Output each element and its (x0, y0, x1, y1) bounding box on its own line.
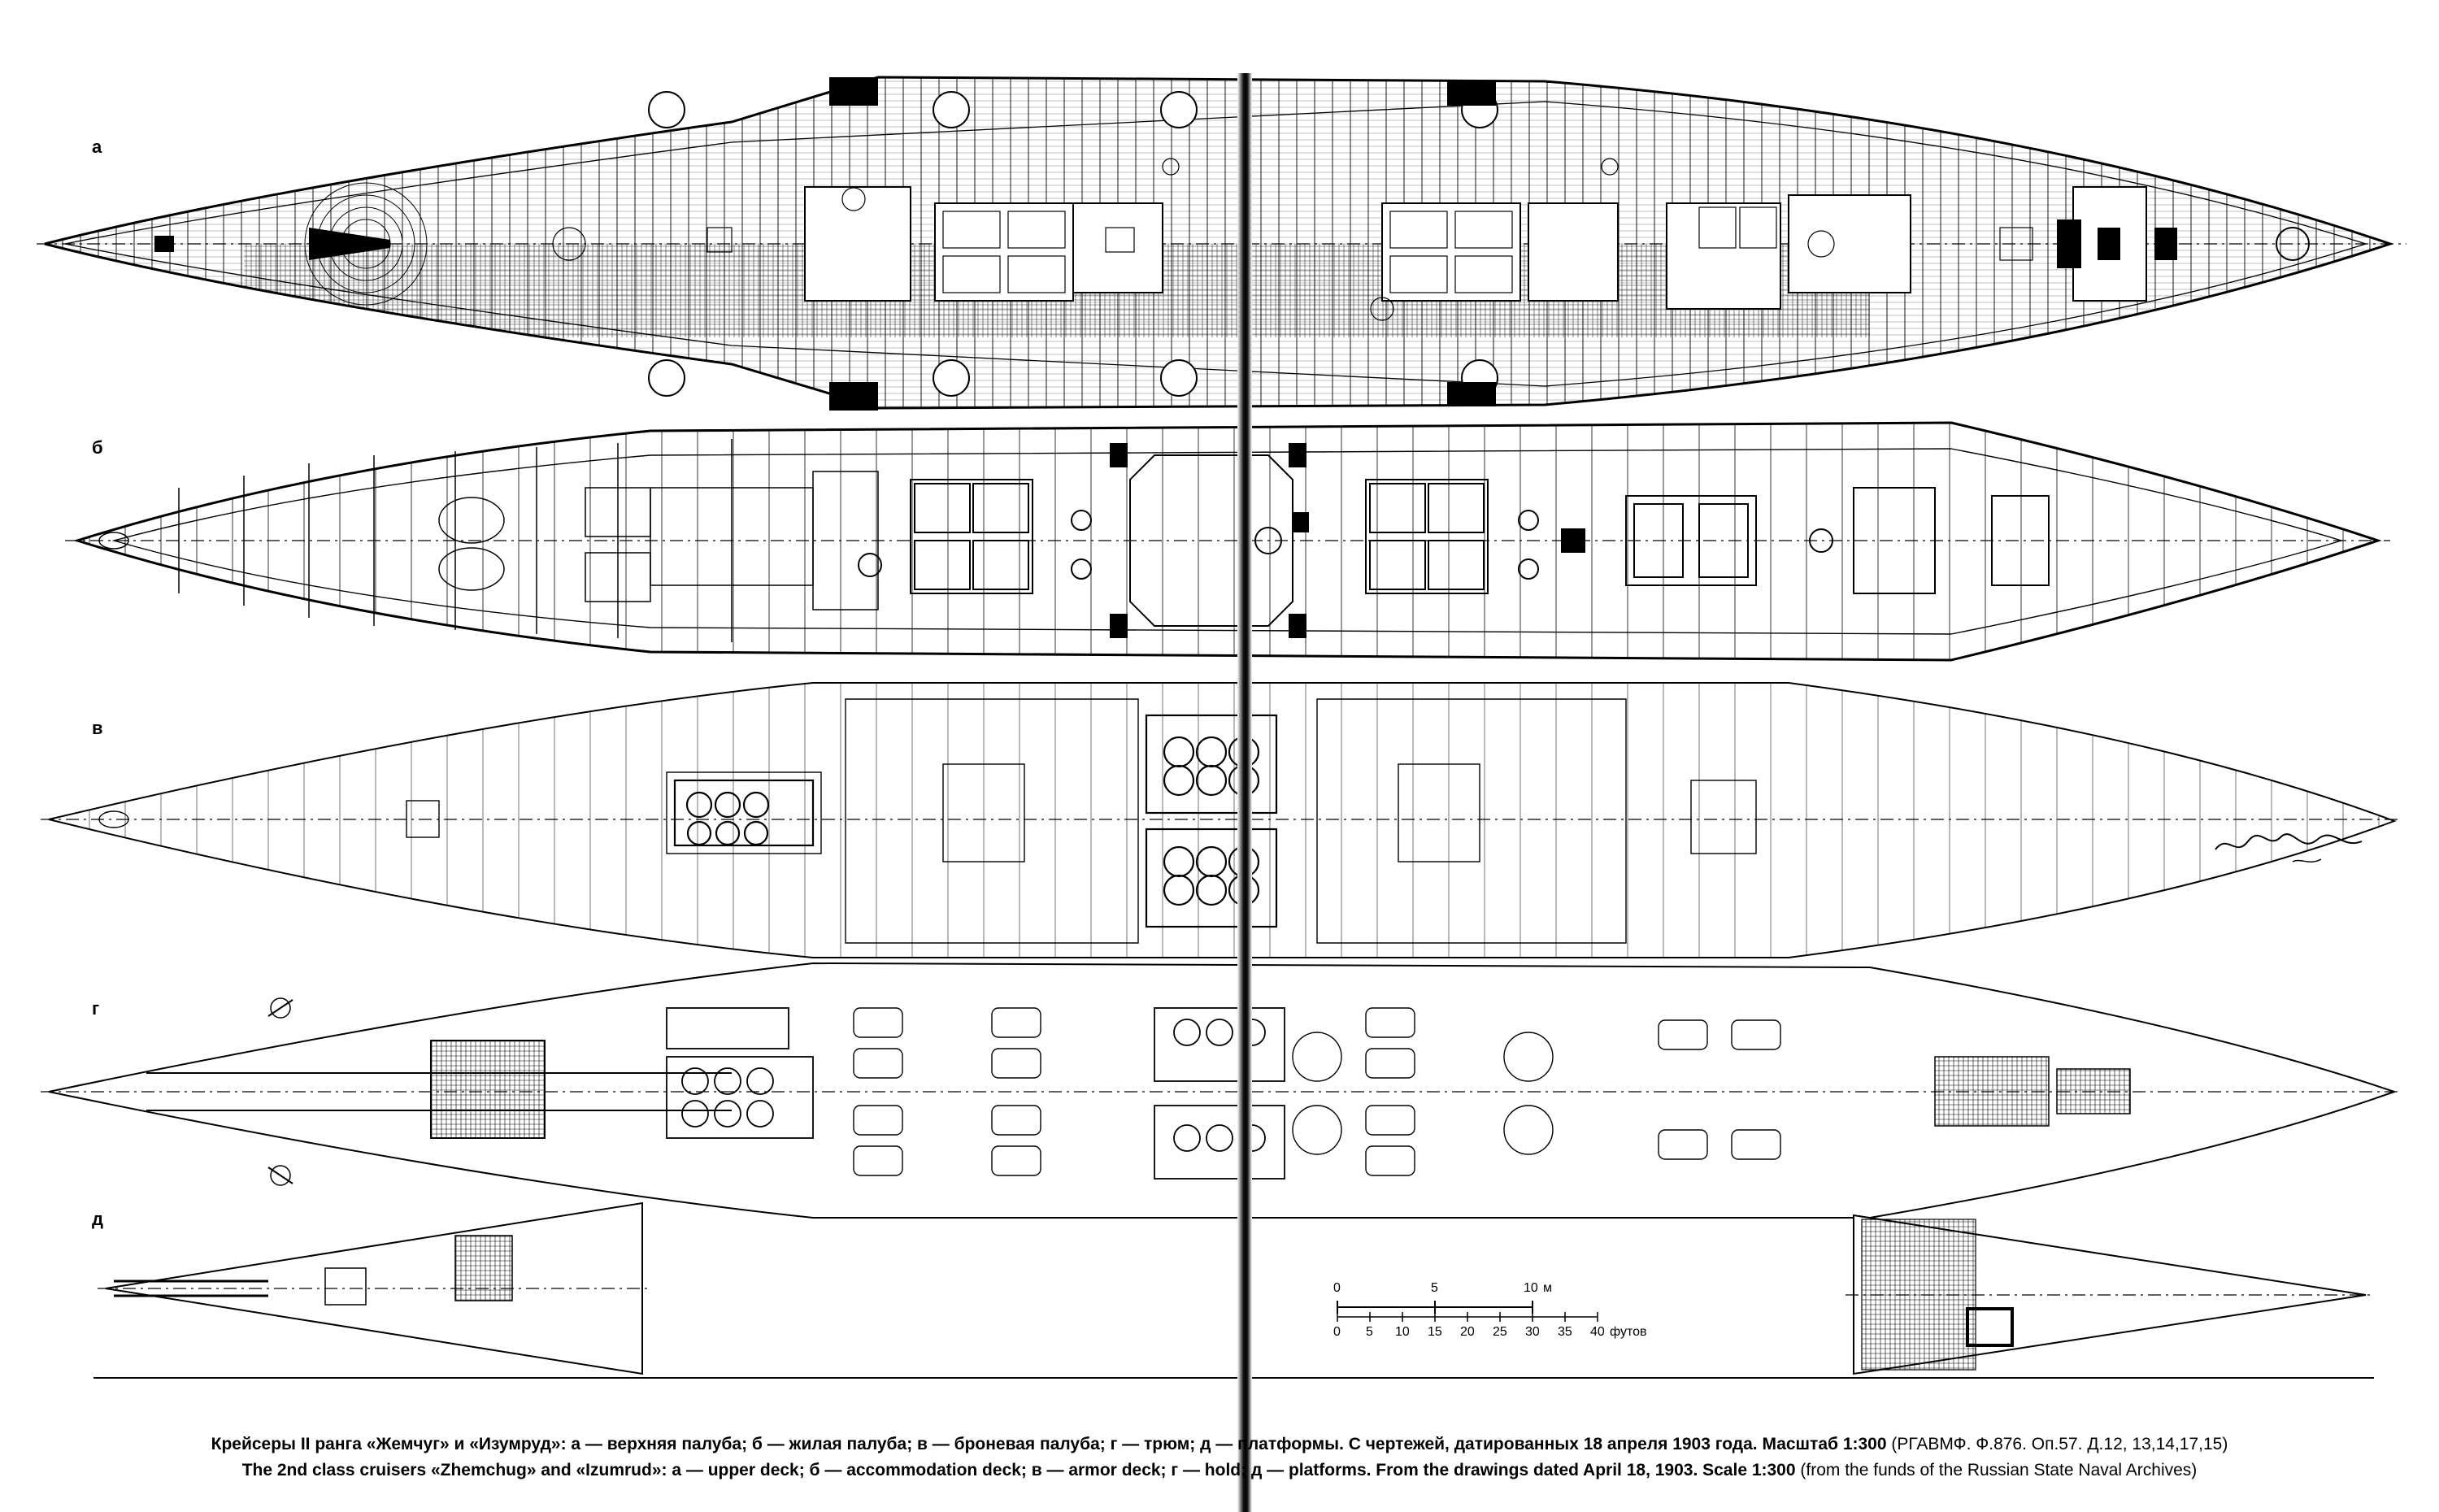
caption-english-source: (from the funds of the Russian State Nav… (1800, 1461, 2198, 1479)
platforms-plan (98, 1201, 2374, 1375)
scale-ft-15: 15 (1428, 1325, 1442, 1339)
scale-ft-20: 20 (1460, 1325, 1475, 1339)
scale-m-10: 10 (1524, 1281, 1538, 1295)
scale-ft-5: 5 (1366, 1325, 1373, 1339)
caption-english: The 2nd class cruisers «Zhemchug» and «I… (0, 1458, 2439, 1483)
caption-russian: Крейсеры II ранга «Жемчуг» и «Изумруд»: … (0, 1432, 2439, 1457)
deck-label-g: г (92, 998, 100, 1019)
deck-label-v: в (92, 718, 103, 738)
scale-bar (1337, 1301, 1598, 1322)
caption-english-main: The 2nd class cruisers «Zhemchug» and «I… (241, 1461, 1796, 1479)
scale-feet: 0 5 10 15 20 25 30 35 40 футов (1330, 1325, 1672, 1341)
deck-label-d: д (92, 1209, 103, 1229)
signature (2215, 833, 2363, 862)
armor-deck-plan (41, 682, 2402, 958)
scale-ft-unit: футов (1610, 1325, 1647, 1339)
scale-m-5: 5 (1431, 1281, 1438, 1295)
scale-ft-30: 30 (1525, 1325, 1540, 1339)
upper-deck-plan (37, 76, 2406, 411)
scale-ft-25: 25 (1493, 1325, 1507, 1339)
scale-ft-0: 0 (1333, 1325, 1341, 1339)
scale-ft-40: 40 (1590, 1325, 1605, 1339)
scale-ft-35: 35 (1558, 1325, 1572, 1339)
scale-m-unit: м (1543, 1281, 1552, 1295)
hold-plan (41, 962, 2402, 1219)
scale-meters: 0 5 10 м (1330, 1281, 1623, 1297)
scale-m-0: 0 (1333, 1281, 1341, 1295)
caption-russian-main: Крейсеры II ранга «Жемчуг» и «Изумруд»: … (211, 1435, 1887, 1453)
book-gutter-shadow (1237, 73, 1252, 1512)
deck-label-a: а (92, 137, 102, 157)
scale-ft-10: 10 (1395, 1325, 1410, 1339)
caption-russian-source: (РГАВМФ. Ф.876. Оп.57. Д.12, 13,14,17,15… (1891, 1435, 2228, 1453)
accommodation-deck-plan (65, 421, 2390, 662)
deck-label-b: б (92, 437, 103, 458)
